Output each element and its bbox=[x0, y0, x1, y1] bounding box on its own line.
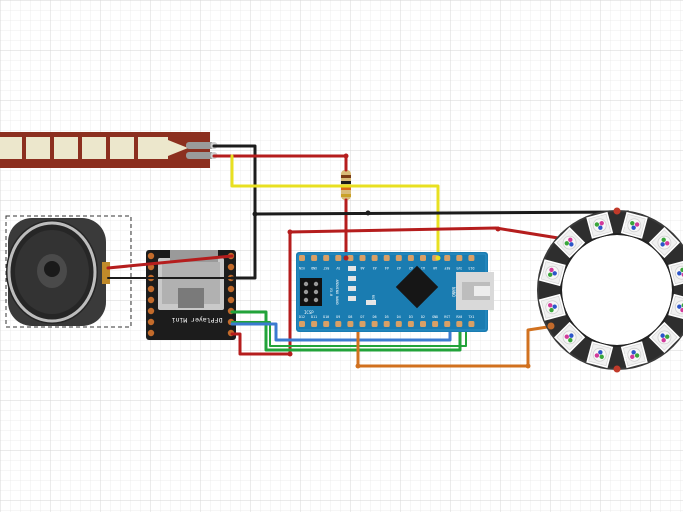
nano-pin-label-top: RST bbox=[323, 266, 329, 270]
nano-pin-label-top: D13 bbox=[468, 266, 474, 270]
nano-pin-bottom[interactable] bbox=[395, 321, 402, 327]
nano-pin-label-bottom: D2 bbox=[421, 315, 425, 319]
dfplayer-pin-right[interactable] bbox=[227, 296, 235, 304]
nano-pin-label-top: 5V bbox=[336, 266, 340, 270]
dfplayer-pin-left[interactable] bbox=[147, 285, 155, 293]
wire-yellow bbox=[230, 154, 440, 260]
nano-pin-bottom[interactable] bbox=[456, 321, 463, 327]
nano-pin-top[interactable] bbox=[383, 255, 390, 261]
neopixel-led bbox=[620, 341, 648, 369]
wire-end-points bbox=[252, 153, 531, 369]
nano-pin-top[interactable] bbox=[299, 255, 305, 261]
nano-pin-label-bottom: D3 bbox=[409, 315, 413, 319]
nano-pin-top[interactable] bbox=[335, 255, 342, 261]
dfplayer-label: DFPlayer Mini bbox=[171, 316, 222, 324]
nano-pin-label-bottom: D7 bbox=[361, 315, 365, 319]
speaker[interactable] bbox=[5, 215, 132, 328]
ring-pad-label-out: OUT bbox=[623, 354, 628, 362]
nano-pin-label-bottom: D9 bbox=[336, 315, 340, 319]
nano-pin-bottom[interactable] bbox=[335, 321, 342, 327]
nano-pin-bottom[interactable] bbox=[347, 321, 354, 327]
nano-pin-bottom[interactable] bbox=[444, 321, 451, 327]
flex-sensor[interactable] bbox=[0, 132, 218, 168]
nano-version-label: V3.0 bbox=[329, 288, 333, 296]
nano-pin-top[interactable] bbox=[444, 255, 451, 261]
nano-pin-bottom[interactable] bbox=[407, 321, 414, 327]
nano-pin-label-top: A2 bbox=[409, 266, 413, 270]
nano-pin-label-top: A4 bbox=[385, 266, 389, 270]
nano-pin-label-bottom: TX1 bbox=[468, 315, 474, 319]
neopixel-ring[interactable]: IN OUT bbox=[537, 207, 683, 373]
nano-pin-top[interactable] bbox=[311, 255, 318, 261]
nano-pin-label-top: GND bbox=[311, 266, 317, 270]
dfplayer-pin-left[interactable] bbox=[147, 307, 155, 315]
dfplayer-pin-left[interactable] bbox=[147, 296, 155, 304]
dfplayer-pin-left[interactable] bbox=[147, 252, 155, 260]
nano-pin-top[interactable] bbox=[407, 255, 414, 261]
nano-mcu-chip bbox=[395, 265, 439, 309]
nano-pin-top[interactable] bbox=[420, 255, 426, 261]
nano-pin-label-bottom: D10 bbox=[323, 315, 329, 319]
nano-pin-label-bottom: RX0 bbox=[456, 315, 462, 319]
nano-pin-label-top: 3V3 bbox=[456, 266, 462, 270]
nano-pin-label-bottom: D6 bbox=[373, 315, 377, 319]
nano-pin-top[interactable] bbox=[468, 255, 475, 261]
nano-pin-top[interactable] bbox=[347, 255, 354, 261]
nano-pin-label-bottom: RST bbox=[444, 315, 450, 319]
dfplayer-pin-right[interactable] bbox=[227, 285, 235, 293]
nano-pin-label-bottom: GND bbox=[432, 315, 438, 319]
neopixel-led bbox=[620, 211, 648, 239]
nano-pin-label-bottom: D11 bbox=[311, 315, 317, 319]
dfplayer-module[interactable]: DFPlayer Mini bbox=[146, 250, 236, 340]
nano-pin-label-bottom: D8 bbox=[348, 315, 352, 319]
nano-pin-top[interactable] bbox=[371, 255, 378, 261]
dfplayer-pin-left[interactable] bbox=[147, 329, 155, 337]
dfplayer-pin-left[interactable] bbox=[147, 318, 155, 326]
nano-pin-top[interactable] bbox=[456, 255, 463, 261]
wire-red-df bbox=[230, 332, 292, 356]
nano-pin-bottom[interactable] bbox=[299, 321, 305, 327]
nano-pin-label-top: A0 bbox=[433, 266, 437, 270]
arduino-nano[interactable]: VINGNDRST5VA7A6A5A4A3A2A1A0REF3V3D13 D12… bbox=[296, 252, 494, 332]
ring-data-in-pad bbox=[547, 322, 555, 330]
nano-icsp-label: ICSP bbox=[304, 310, 314, 315]
neopixel-led bbox=[586, 211, 614, 239]
nano-pin-bottom[interactable] bbox=[432, 321, 439, 327]
wire-blue bbox=[230, 322, 452, 342]
neopixel-led bbox=[586, 341, 614, 369]
nano-pin-bottom[interactable] bbox=[371, 321, 378, 327]
dfplayer-pin-right[interactable] bbox=[227, 263, 235, 271]
neopixel-led bbox=[538, 293, 566, 321]
nano-pin-label-top: REF bbox=[444, 266, 450, 270]
nano-pin-label-top: VIN bbox=[299, 266, 305, 270]
nano-pin-label-bottom: D4 bbox=[397, 315, 401, 319]
neopixel-led bbox=[538, 259, 566, 287]
wire-green-2 bbox=[231, 321, 467, 347]
nano-chip-label: ARDUINO NANO bbox=[335, 279, 339, 304]
nano-pin-label-top: A6 bbox=[361, 266, 365, 270]
nano-pin-label-bottom: D12 bbox=[299, 315, 305, 319]
nano-pin-bottom[interactable] bbox=[468, 321, 475, 327]
wire-red-speaker bbox=[106, 254, 234, 270]
ring-pad-label-in: IN bbox=[623, 222, 628, 227]
speaker-selection-box bbox=[5, 215, 132, 328]
nano-pin-bottom[interactable] bbox=[383, 321, 390, 327]
nano-pin-label-top: A1 bbox=[421, 266, 425, 270]
nano-pin-bottom[interactable] bbox=[311, 321, 318, 327]
nano-pin-top[interactable] bbox=[395, 255, 402, 261]
wire-green-1 bbox=[230, 310, 462, 352]
nano-pin-bottom[interactable] bbox=[420, 321, 426, 327]
nano-pin-top[interactable] bbox=[359, 255, 366, 261]
nano-pin-bottom[interactable] bbox=[323, 321, 330, 327]
nano-pin-bottom[interactable] bbox=[359, 321, 366, 327]
nano-pin-top[interactable] bbox=[323, 255, 330, 261]
nano-pin-label-bottom: D5 bbox=[385, 315, 389, 319]
nano-rst-label: RST bbox=[371, 295, 375, 302]
nano-side-label: NANO bbox=[451, 287, 456, 297]
nano-pin-label-top: A5 bbox=[373, 266, 377, 270]
nano-pin-label-top: A3 bbox=[397, 266, 401, 270]
